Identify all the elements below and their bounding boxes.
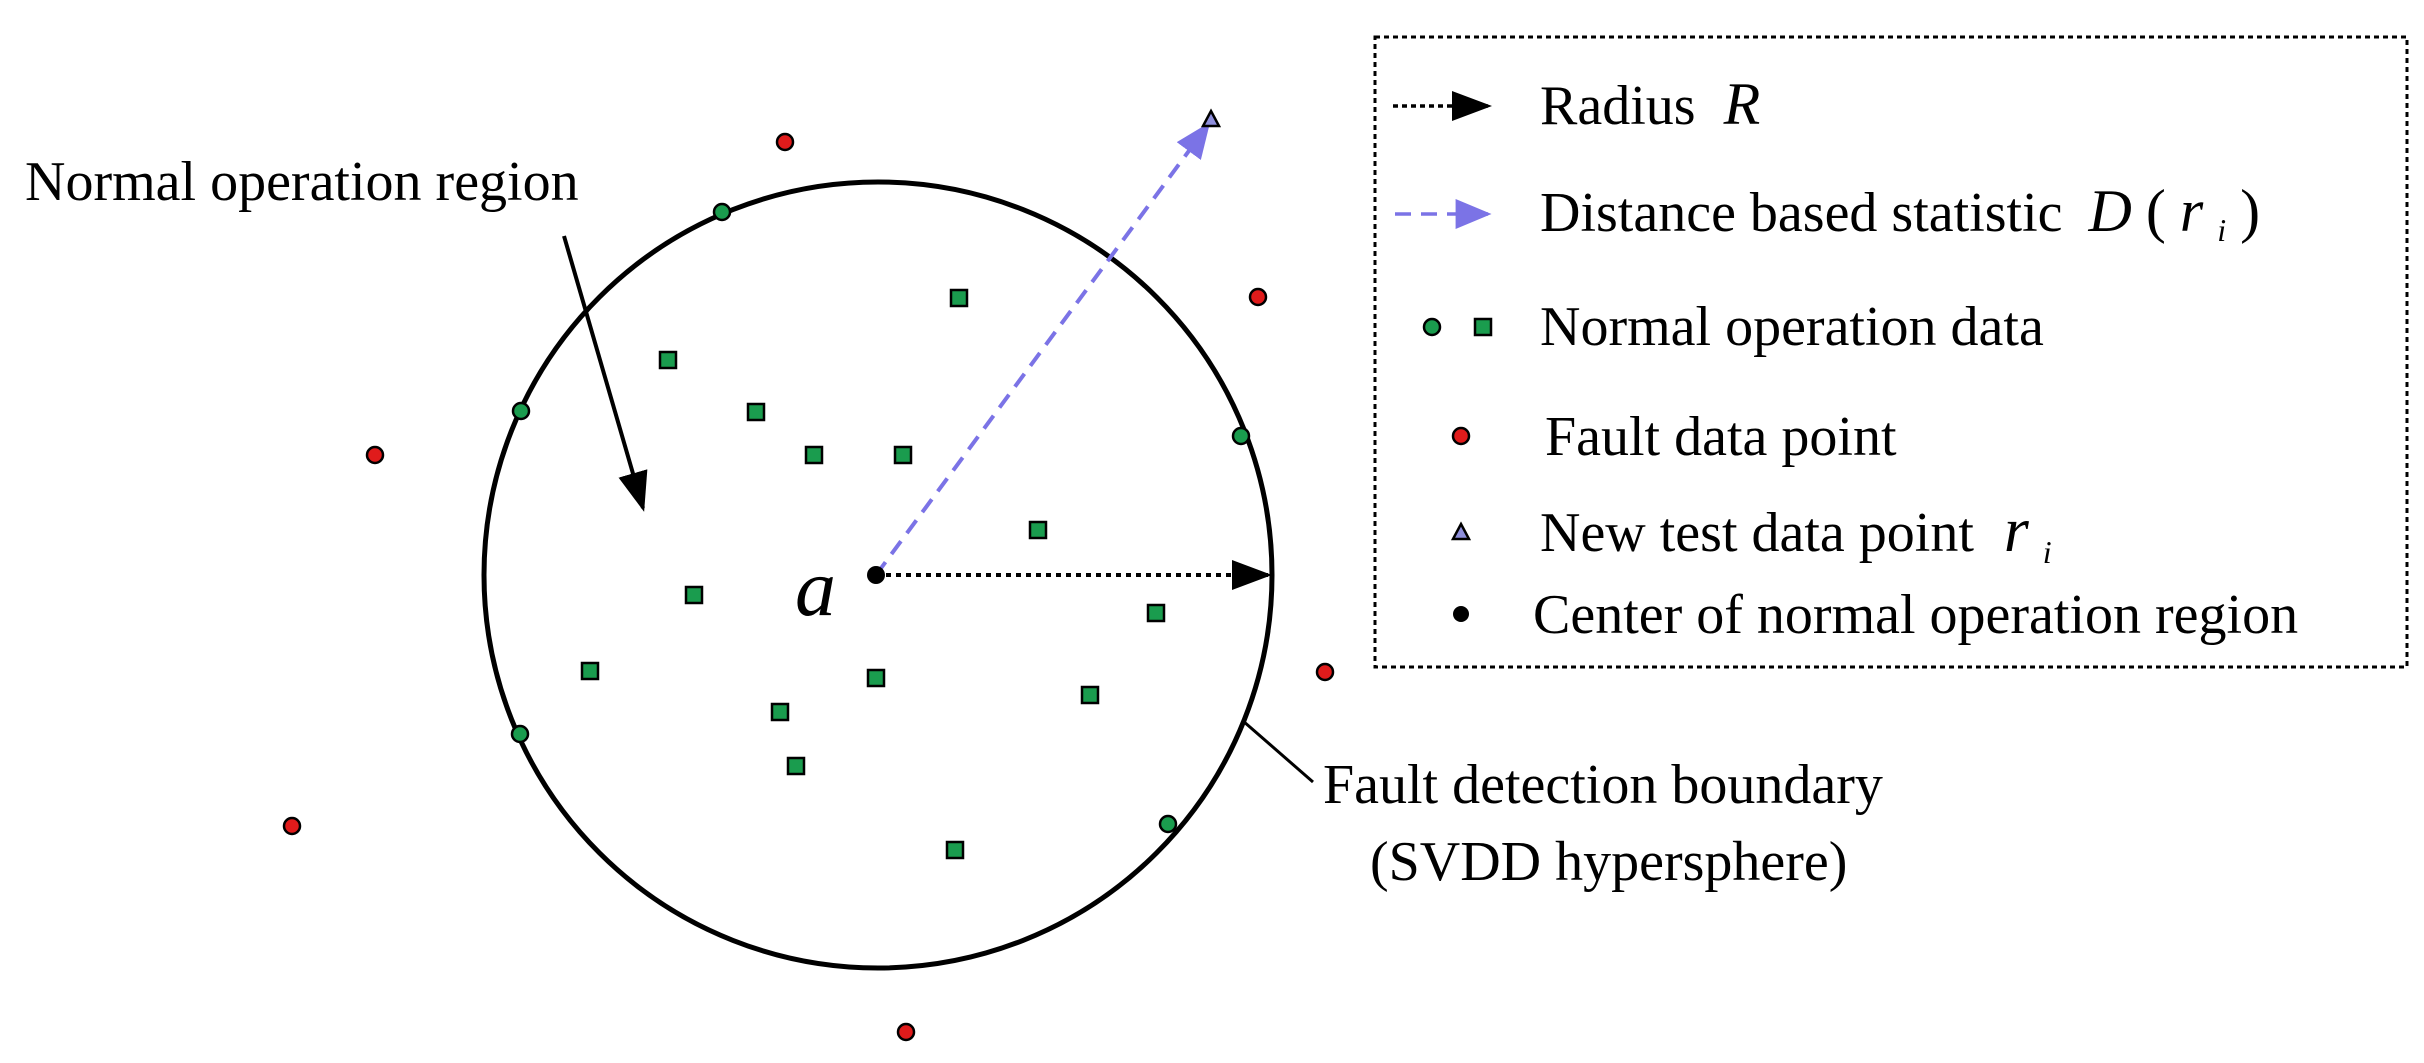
fault-data-point [282, 816, 302, 836]
normal-data-square [1028, 520, 1048, 540]
legend-distance-symbol-sub: i [2217, 212, 2226, 248]
normal-region-label: Normal operation region [25, 151, 579, 213]
legend-fault-icon [1451, 426, 1471, 446]
fault-data-point [1248, 287, 1268, 307]
legend-fault-label: Fault data point [1545, 406, 1897, 468]
legend-radius-symbol: R [1723, 71, 1761, 137]
svdd-hypersphere-boundary [481, 179, 1275, 971]
legend-normal-circle-icon [1422, 317, 1442, 337]
legend-test-triangle-icon [1450, 521, 1472, 541]
legend-radius-item: Radius R [1540, 71, 1760, 137]
legend-center-label: Center of normal operation region [1533, 584, 2298, 646]
fault-data-point [775, 132, 795, 152]
normal-data-square [746, 402, 766, 422]
legend-distance-close-paren: ) [2240, 178, 2260, 244]
normal-data-square [866, 668, 886, 688]
fault-data-point [365, 445, 385, 465]
legend-center-icon [1453, 606, 1469, 622]
legend-distance-symbol-d: D [2088, 178, 2132, 244]
legend-normal-square-icon [1473, 317, 1493, 337]
legend-test-symbol-r: r [2004, 494, 2030, 565]
fault-data-point [896, 1022, 916, 1042]
legend-normal-data-label: Normal operation data [1540, 296, 2044, 358]
normal-region-pointer-arrow [562, 235, 648, 512]
normal-data-circle [1158, 814, 1178, 834]
distance-statistic-arrow [874, 122, 1211, 577]
boundary-leader-line [1242, 719, 1314, 784]
normal-data-square [1080, 685, 1100, 705]
new-test-data-point [1200, 108, 1222, 128]
legend-distance-item: Distance based statistic D ( r i ) [1540, 178, 2260, 254]
legend: Radius R Distance based statistic D ( r … [1373, 35, 2409, 669]
normal-data-square [804, 445, 824, 465]
normal-data-circle [511, 401, 531, 421]
legend-distance-symbol-r: r [2180, 178, 2204, 244]
legend-test-symbol-sub: i [2043, 534, 2052, 570]
normal-data-circle [510, 724, 530, 744]
normal-data-square [1146, 603, 1166, 623]
normal-data-square [945, 840, 965, 860]
fault-data-point [1315, 662, 1335, 682]
normal-data-square [770, 702, 790, 722]
legend-distance-open-paren: ( [2146, 178, 2166, 244]
boundary-label-line2: (SVDD hypersphere) [1370, 831, 1847, 893]
normal-data-circle [1231, 426, 1251, 446]
normal-data-square [893, 445, 913, 465]
legend-box [1373, 35, 2409, 669]
center-point [867, 566, 885, 584]
normal-circle-points [510, 202, 1251, 834]
legend-test-label: New test data point [1540, 502, 1974, 564]
normal-data-square [949, 288, 969, 308]
fault-points [282, 132, 1335, 1042]
legend-test-item: New test data point r i [1540, 494, 2052, 570]
boundary-label-line1: Fault detection boundary [1323, 754, 1883, 816]
legend-radius-label: Radius [1540, 75, 1696, 137]
normal-square-points [580, 288, 1166, 860]
normal-data-square [658, 350, 678, 370]
normal-data-square [580, 661, 600, 681]
legend-distance-label: Distance based statistic [1540, 182, 2063, 244]
center-symbol-label: a [795, 542, 836, 633]
normal-data-circle [712, 202, 732, 222]
normal-data-square [786, 756, 806, 776]
normal-data-square [684, 585, 704, 605]
